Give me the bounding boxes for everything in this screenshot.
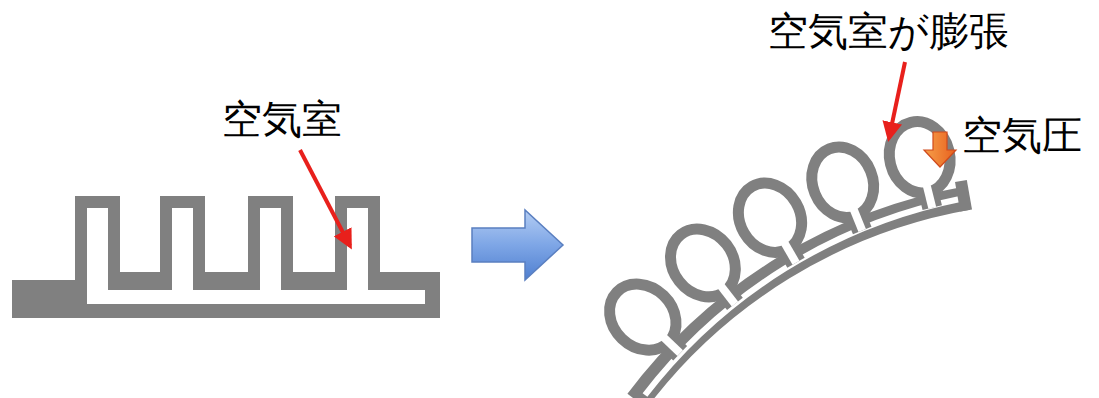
part-label: 空気室 — [222, 96, 342, 142]
part-label: 空気圧 — [962, 112, 1082, 158]
part-label: 空気室が膨張 — [768, 8, 1009, 54]
pressure-arrow — [924, 132, 956, 167]
bent-actuator — [596, 115, 972, 398]
leader-arrow — [889, 62, 905, 138]
transition-arrow — [472, 210, 563, 280]
flat-actuator — [12, 196, 440, 318]
leader-arrow — [300, 150, 350, 246]
